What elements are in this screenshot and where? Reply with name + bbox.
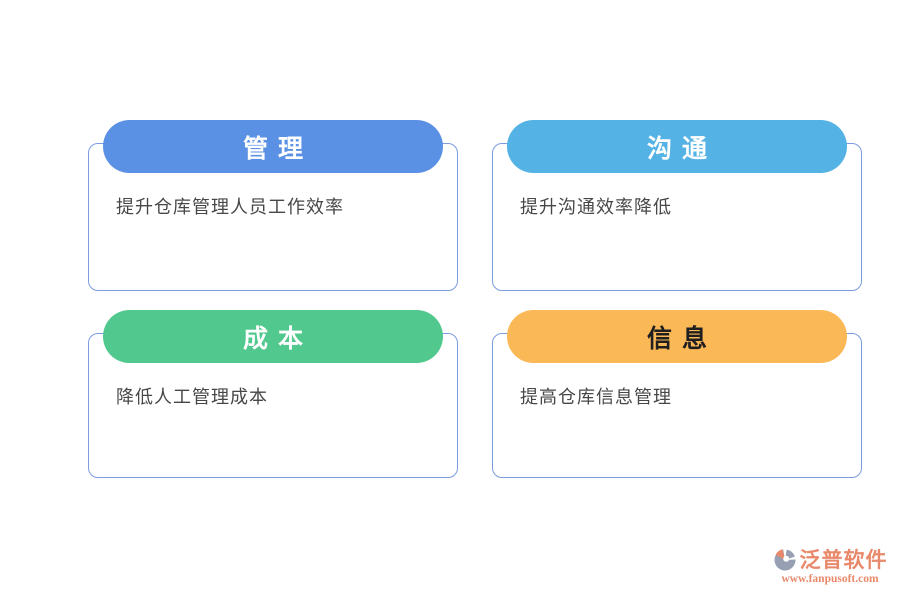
card-cost-title-pill: 成本 [103,310,443,363]
card-information-body: 提高仓库信息管理 [520,387,672,407]
card-communication-title: 沟通 [646,134,717,163]
fanpu-logo-icon [774,549,796,571]
card-cost-body: 降低人工管理成本 [116,387,268,407]
card-management-title: 管理 [242,134,313,163]
card-information: 信息 提高仓库信息管理 [492,310,862,478]
card-management: 管理 提升仓库管理人员工作效率 [88,120,458,291]
card-communication-title-pill: 沟通 [507,120,847,173]
card-management-body: 提升仓库管理人员工作效率 [116,197,344,217]
brand-url: www.fanpusoft.com [781,573,879,585]
card-management-title-pill: 管理 [103,120,443,173]
brand-name: 泛普软件 [799,548,888,572]
card-information-title-pill: 信息 [507,310,847,363]
card-cost: 成本 降低人工管理成本 [88,310,458,478]
brand-watermark: 泛普软件 www.fanpusoft.com [760,548,900,586]
card-information-title: 信息 [646,324,717,353]
card-communication: 沟通 提升沟通效率降低 [492,120,862,291]
card-communication-body: 提升沟通效率降低 [520,197,672,217]
card-cost-title: 成本 [242,324,313,353]
